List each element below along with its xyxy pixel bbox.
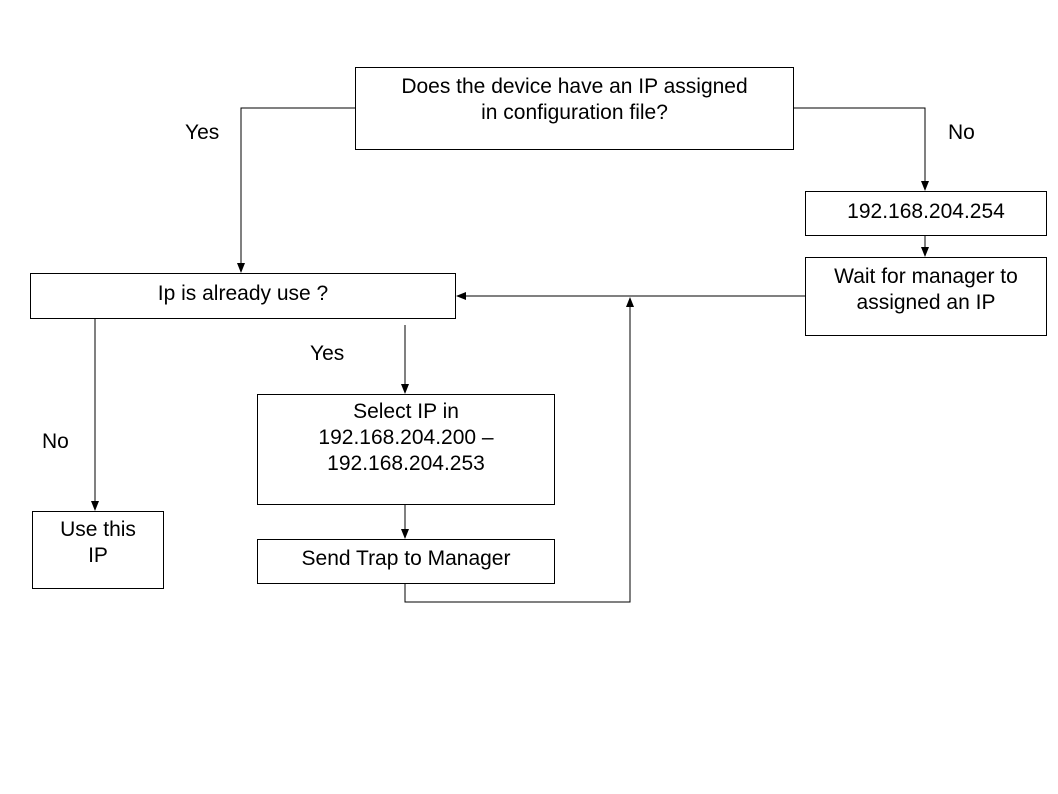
edge-label-config-yes: Yes [185,121,220,144]
node-text-line: 192.168.204.200 – [318,426,494,449]
node-text-line: Use this [60,518,136,541]
node-text-line: assigned an IP [856,291,996,314]
node-text-line: 192.168.204.254 [847,200,1005,223]
node-wait-manager: Wait for manager to assigned an IP [805,257,1047,336]
node-select-ip: Select IP in 192.168.204.200 – 192.168.2… [257,394,555,505]
node-send-trap: Send Trap to Manager [257,539,555,584]
node-text-line: Does the device have an IP assigned [401,75,748,98]
edge-trap-loop [404,297,634,603]
edge-label-inuse-yes: Yes [310,342,345,365]
node-default-ip: 192.168.204.254 [805,191,1047,236]
edge-label-inuse-no: No [42,430,69,453]
node-text-line: Wait for manager to [834,265,1018,288]
node-ip-in-use: Ip is already use ? [30,273,456,319]
node-text-line: Select IP in [353,400,459,423]
node-use-ip: Use this IP [32,511,164,589]
edge-config-no [794,107,929,191]
node-config-question: Does the device have an IP assigned in c… [355,67,794,150]
node-text-line: in configuration file? [481,101,668,124]
node-text-line: Ip is already use ? [157,282,329,305]
node-text-line: 192.168.204.253 [327,452,485,475]
edge-config-yes [237,107,355,273]
node-text-line: IP [88,544,108,567]
node-text-line: Send Trap to Manager [301,547,511,570]
edge-label-config-no: No [948,121,975,144]
